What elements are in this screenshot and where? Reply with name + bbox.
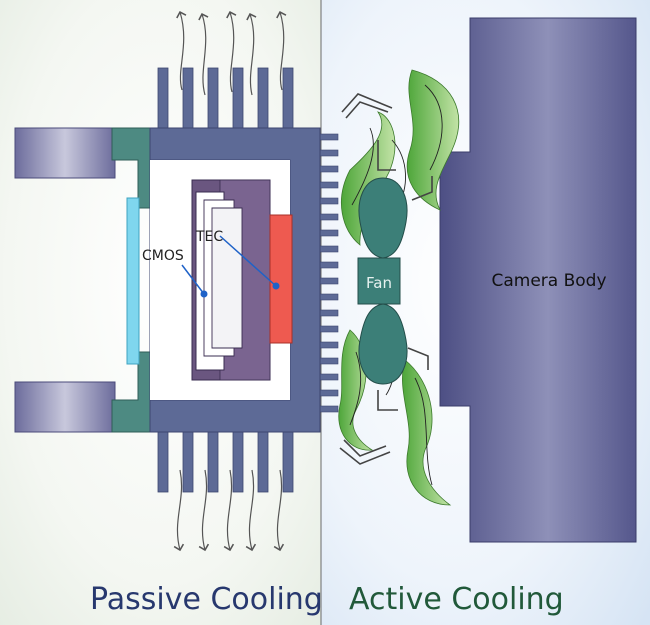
fan-blade-lower	[358, 303, 408, 385]
mount-arm-lower	[14, 381, 116, 433]
tec-leader	[219, 235, 277, 287]
fan-label: Fan	[366, 274, 392, 292]
fan	[357, 177, 408, 385]
cmos-label: CMOS	[142, 248, 184, 264]
camera-body-label: Camera Body	[491, 271, 606, 291]
cmos-leader-dot	[200, 290, 208, 298]
tec-leader-dot	[272, 282, 280, 290]
tec-label: TEC	[195, 229, 223, 245]
cmos-sensor	[211, 207, 243, 349]
heatsink-fins-side	[317, 133, 339, 413]
heat-arrows-top	[176, 10, 287, 96]
passive-cooling-caption: Passive Cooling	[90, 582, 323, 617]
mount-arm-upper	[14, 127, 116, 179]
heat-arrows-bottom	[173, 469, 285, 552]
sensor-window-glass	[126, 197, 140, 365]
fan-hub	[357, 257, 401, 305]
heatsink-fins-top	[157, 67, 294, 131]
airflow-upper	[341, 69, 460, 246]
active-cooling-caption: Active Cooling	[349, 582, 564, 617]
cmos-leader	[181, 264, 205, 295]
flow-chevrons	[339, 93, 433, 465]
camera-body	[439, 17, 637, 543]
tec-hot-side	[269, 214, 293, 344]
